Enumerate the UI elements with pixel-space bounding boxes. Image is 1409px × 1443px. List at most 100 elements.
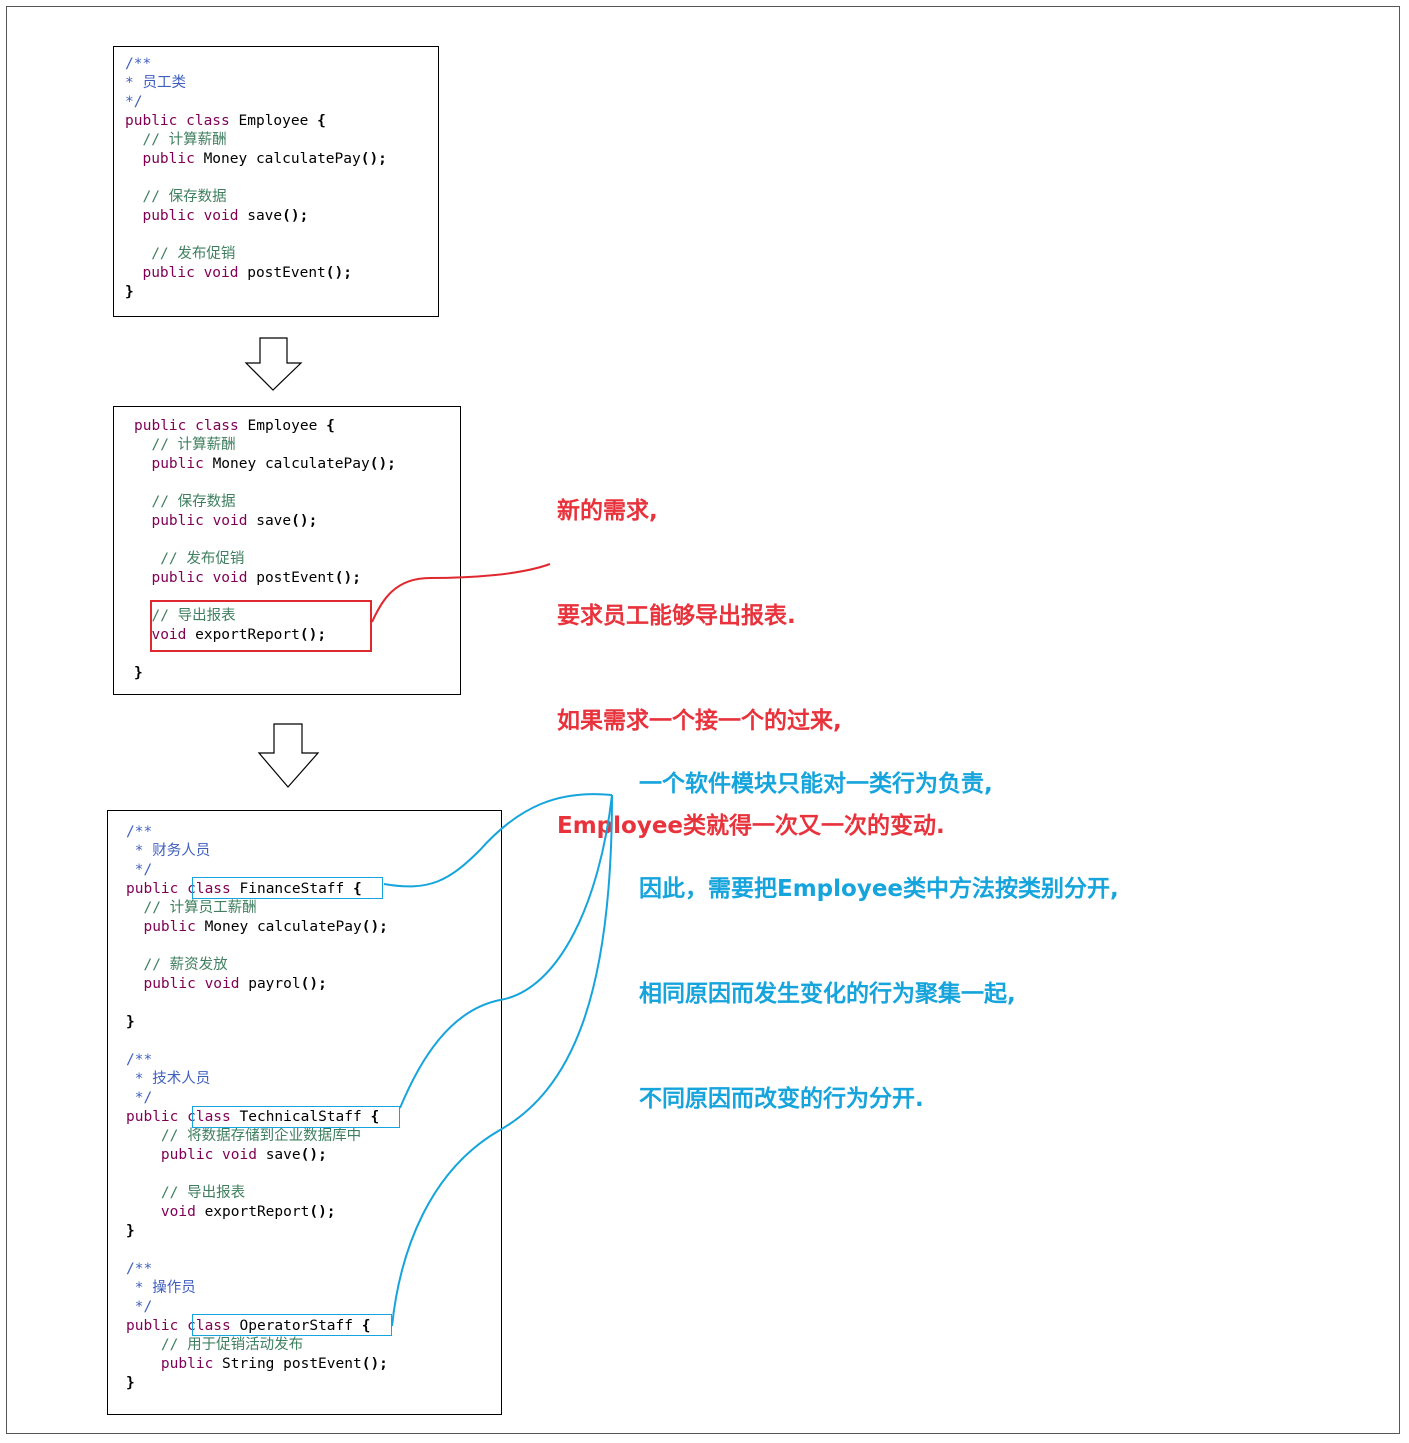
code-line: } [126,1013,135,1032]
note-line: Employee类就得一次又一次的变动. [557,813,945,839]
code-token: /** [126,1052,153,1068]
code-line: void exportReport(); [126,1203,336,1222]
code-line: * 操作员 [126,1279,196,1298]
code-token: // 发布促销 [125,246,236,262]
code-token: * 员工类 [125,75,186,91]
code-token: Employee [247,418,327,434]
code-line: // 导出报表 [134,607,235,626]
code-token: // 计算员工薪酬 [126,900,257,916]
code-token: } [126,1375,135,1391]
code-line: // 将数据存储到企业数据库中 [126,1127,361,1146]
code-token: (); [300,976,327,992]
code-token: /** [125,56,152,72]
code-line: // 发布促销 [125,245,235,264]
code-token: // 保存数据 [134,494,236,510]
code-line: * 财务人员 [126,842,210,861]
code-line: // 保存数据 [125,188,227,207]
code-line: public String postEvent(); [126,1355,388,1374]
code-token: (); [334,570,361,586]
code-token: { [317,113,326,129]
code-token: save [256,513,292,529]
code-line: */ [126,861,152,880]
code-token: public [126,1109,188,1125]
note-line: 如果需求一个接一个的过来, [557,708,842,734]
code-line: public class Employee { [125,112,326,131]
code-line: /** [126,823,152,842]
code-token: (); [369,456,396,472]
code-token: // 导出报表 [126,1185,246,1201]
code-token: postEvent [256,570,335,586]
code-token: } [134,665,143,681]
code-token: // 用于促销活动发布 [126,1337,304,1353]
code-token: (); [309,1204,336,1220]
code-token: Employee [238,113,318,129]
export-report-highlight [150,600,372,652]
code-line: public void payrol(); [126,975,327,994]
code-token: } [125,284,134,300]
code-token: public void [125,208,248,224]
code-line: } [125,283,134,302]
code-token: (); [282,208,309,224]
code-token: (); [299,627,327,643]
code-token: { [370,1109,380,1125]
code-token: public class [125,113,239,129]
code-token: public [126,1318,188,1334]
finance-staff-highlight [192,877,383,899]
code-token: FinanceStaff [239,881,353,897]
code-line: public class Employee { [134,417,335,436]
srp-principle-note: 一个软件模块只能对一类行为负责, 因此，需要把Employee类中方法按类别分开… [639,697,1119,1152]
code-token: // 保存数据 [125,189,227,205]
code-token: String postEvent [222,1356,362,1372]
code-line: // 薪资发放 [126,956,228,975]
code-token: (); [360,151,387,167]
code-token: */ [126,1299,153,1315]
code-token: { [353,881,362,897]
code-line: public class TechnicalStaff { [126,1108,379,1127]
note-line: 一个软件模块只能对一类行为负责, [639,771,993,797]
code-line: } [126,1222,135,1241]
code-token: (); [361,1356,388,1372]
code-token: * 技术人员 [126,1071,211,1087]
code-token: exportReport [204,1204,310,1220]
note-line: 相同原因而发生变化的行为聚集一起, [639,981,1016,1007]
code-token: // 薪资发放 [126,957,228,973]
code-line: /** [126,1051,152,1070]
note-line: 因此，需要把Employee类中方法按类别分开, [639,876,1119,902]
code-token: { [361,1318,371,1334]
code-token: public [126,881,188,897]
code-token: public void [134,513,257,529]
code-line: // 计算薪酬 [125,131,227,150]
code-line: // 用于促销活动发布 [126,1336,303,1355]
code-token: // 计算薪酬 [125,132,227,148]
code-line: // 发布促销 [134,550,244,569]
code-token: /** [126,824,153,840]
code-token: class [187,1109,240,1125]
code-line: */ [125,93,142,112]
code-line: public void save(); [134,512,317,531]
code-token: Money calculatePay [212,456,370,472]
code-token: public void [126,976,249,992]
code-token: */ [126,862,153,878]
code-line: */ [126,1298,152,1317]
code-token: public [126,1356,223,1372]
code-token: payrol [248,976,301,992]
code-box-employee-with-export: public class Employee { // 计算薪酬 public M… [113,406,461,695]
code-token: } [126,1223,135,1239]
code-line: public Money calculatePay(); [126,918,387,937]
code-token: save [265,1147,301,1163]
code-line: public void save(); [125,207,308,226]
code-line: * 员工类 [125,74,186,93]
code-line: public Money calculatePay(); [134,455,396,474]
code-line: } [126,1374,135,1393]
code-token: */ [126,1090,153,1106]
code-line: public void postEvent(); [125,264,352,283]
diagram-frame [6,6,1400,1434]
code-token: public [125,151,204,167]
code-token: Money calculatePay [204,919,362,935]
code-token: class [187,1318,240,1334]
code-token: public void [134,570,257,586]
code-token: */ [125,94,143,110]
code-token: * 财务人员 [126,843,211,859]
code-token: // 发布促销 [134,551,245,567]
code-line: // 导出报表 [126,1184,245,1203]
